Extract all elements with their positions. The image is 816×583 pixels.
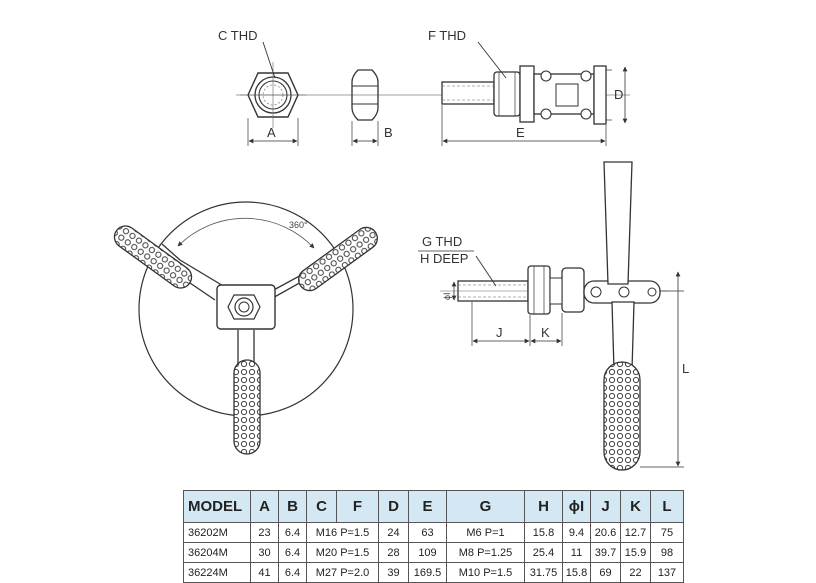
column-header: D <box>378 490 409 523</box>
table-cell: 109 <box>408 542 447 563</box>
table-cell: 23 <box>250 522 279 543</box>
table-cell: 6.4 <box>278 542 307 563</box>
table-cell: 20.6 <box>590 522 621 543</box>
model-cell: 36202M <box>183 522 251 543</box>
table-cell: 39 <box>378 562 409 583</box>
label-j: J <box>496 325 503 340</box>
table-cell: 25.4 <box>524 542 563 563</box>
table-cell: 15.8 <box>562 562 591 583</box>
label-phi-i: ϕI <box>442 292 452 300</box>
shaft-assembly-top <box>441 65 612 125</box>
table-cell: 169.5 <box>408 562 447 583</box>
table-cell: 28 <box>378 542 409 563</box>
column-header: H <box>524 490 563 523</box>
label-k: K <box>541 325 550 340</box>
label-rotation: 360° <box>289 220 308 230</box>
label-a: A <box>267 125 276 140</box>
label-g-thd: G THD <box>422 234 462 249</box>
table-cell: 30 <box>250 542 279 563</box>
column-header: ϕI <box>562 490 591 523</box>
table-cell: 15.9 <box>620 542 651 563</box>
table-header-row: MODEL A B C F D E G H ϕI J K L <box>183 490 684 523</box>
table-cell: 63 <box>408 522 447 543</box>
label-l: L <box>682 361 689 376</box>
side-view-assembly <box>440 161 668 471</box>
table-cell: 11 <box>562 542 591 563</box>
label-c-thd: C THD <box>218 28 257 43</box>
column-header: MODEL <box>183 490 251 523</box>
table-cell: 9.4 <box>562 522 591 543</box>
model-cell: 36224M <box>183 562 251 583</box>
table-cell: 15.8 <box>524 522 563 543</box>
leader-f-thd <box>477 41 507 79</box>
leader-c-thd <box>262 41 276 79</box>
table-cell: 75 <box>650 522 684 543</box>
table-row: 36204M 30 6.4 M20 P=1.5 28 109 M8 P=1.25… <box>183 542 684 563</box>
table-cell: 31.75 <box>524 562 563 583</box>
table-cell: 41 <box>250 562 279 583</box>
table-cell: M16 P=1.5 <box>306 522 379 543</box>
model-cell: 36204M <box>183 542 251 563</box>
table-cell: M6 P=1 <box>446 522 525 543</box>
table-cell: 22 <box>620 562 651 583</box>
spec-table: MODEL A B C F D E G H ϕI J K L 36202M 23… <box>183 490 684 583</box>
column-header: E <box>408 490 447 523</box>
column-header: C <box>306 490 337 523</box>
table-cell: M10 P=1.5 <box>446 562 525 583</box>
label-h-deep: H DEEP <box>420 251 468 266</box>
column-header: A <box>250 490 279 523</box>
leader-g-thd <box>475 255 497 287</box>
table-row: 36202M 23 6.4 M16 P=1.5 24 63 M6 P=1 15.… <box>183 522 684 543</box>
column-header: K <box>620 490 651 523</box>
label-e: E <box>516 125 525 140</box>
table-cell: 98 <box>650 542 684 563</box>
column-header: L <box>650 490 684 523</box>
table-cell: 24 <box>378 522 409 543</box>
table-cell: 6.4 <box>278 562 307 583</box>
table-cell: 39.7 <box>590 542 621 563</box>
label-f-thd: F THD <box>428 28 466 43</box>
column-header: G <box>446 490 525 523</box>
table-cell: 69 <box>590 562 621 583</box>
table-cell: M27 P=2.0 <box>306 562 379 583</box>
column-header: J <box>590 490 621 523</box>
table-cell: 12.7 <box>620 522 651 543</box>
column-header: B <box>278 490 307 523</box>
table-cell: M8 P=1.25 <box>446 542 525 563</box>
column-header: F <box>336 490 379 523</box>
table-cell: 137 <box>650 562 684 583</box>
label-d: D <box>614 87 623 102</box>
three-arm-handle-view <box>113 201 378 455</box>
table-cell: 6.4 <box>278 522 307 543</box>
table-row: 36224M 41 6.4 M27 P=2.0 39 169.5 M10 P=1… <box>183 562 684 583</box>
table-cell: M20 P=1.5 <box>306 542 379 563</box>
label-b: B <box>384 125 393 140</box>
